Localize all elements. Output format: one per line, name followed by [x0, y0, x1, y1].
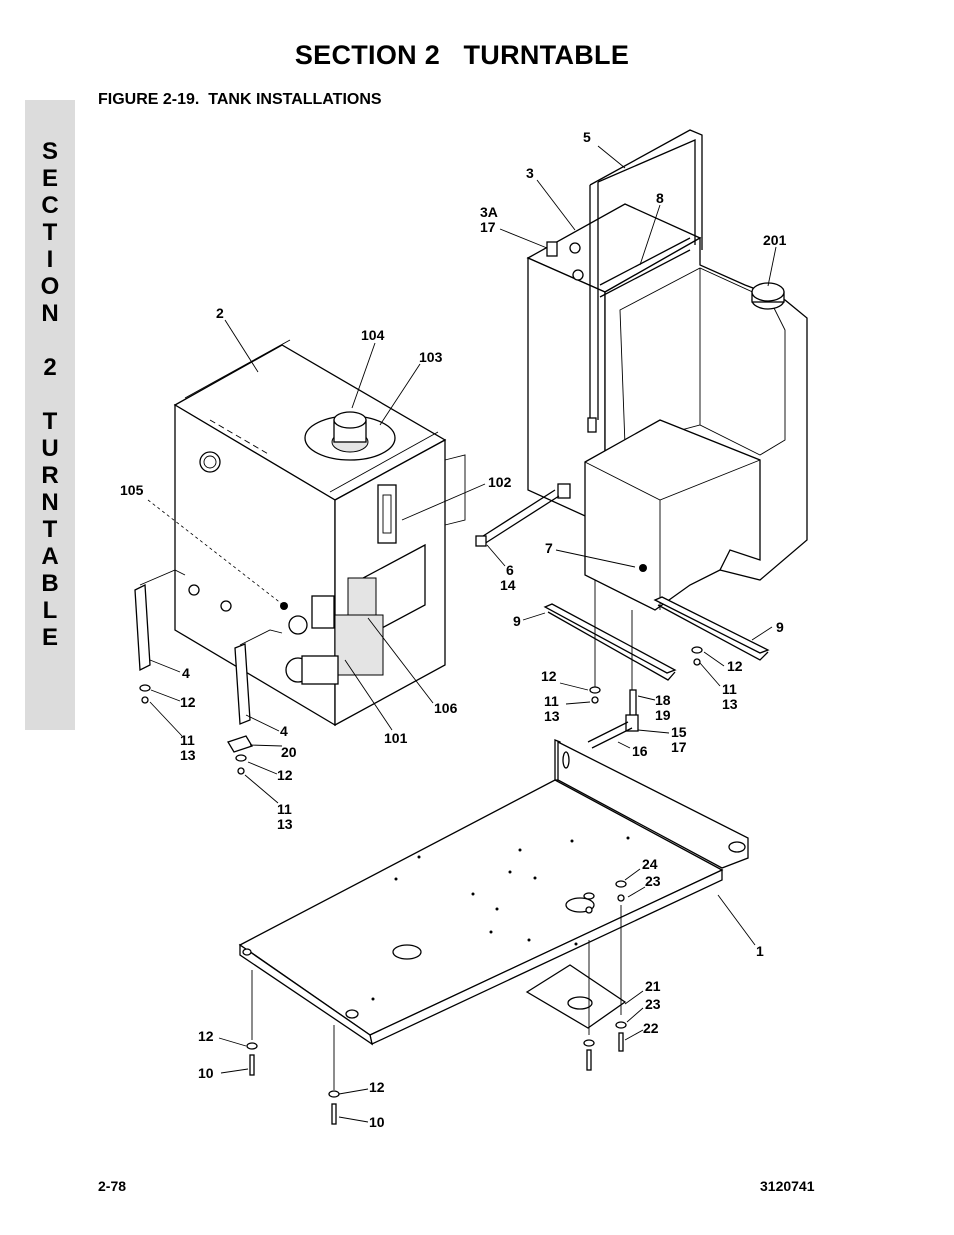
- callout-13-mid: 13: [277, 816, 293, 832]
- callout-numbers: 5 3 3A 17 8 201 2 104 103 105 102 6 14 7…: [120, 129, 787, 1130]
- callout-9-left: 9: [513, 613, 521, 629]
- pad-left: [543, 603, 677, 681]
- tab-letter: S: [41, 138, 58, 165]
- callout-19: 19: [655, 707, 671, 723]
- callout-102: 102: [488, 474, 512, 490]
- tab-letter: T: [42, 219, 58, 246]
- tab-letter: E: [41, 624, 58, 651]
- callout-12-valve: 12: [541, 668, 557, 684]
- pad-right: [653, 596, 770, 661]
- tab-letter: B: [41, 570, 59, 597]
- figure-title: FIGURE 2-19. TANK INSTALLATIONS: [98, 91, 382, 108]
- callout-106: 106: [434, 700, 458, 716]
- tab-letter: T: [42, 516, 58, 543]
- hydraulic-tank: [147, 339, 466, 727]
- callout-23-bottom: 23: [645, 996, 661, 1012]
- tab-letter: O: [40, 273, 60, 300]
- tab-letter: N: [41, 489, 59, 516]
- frame-holes: [371, 836, 630, 1001]
- callout-2: 2: [216, 305, 224, 321]
- callout-103: 103: [419, 349, 443, 365]
- callout-13-left: 13: [180, 747, 196, 763]
- callout-7: 7: [545, 540, 553, 556]
- callout-10-left: 10: [198, 1065, 214, 1081]
- callout-105: 105: [120, 482, 144, 498]
- side-tab-letters: S E C T I O N 2 T U R N T A B L E: [25, 138, 75, 651]
- callout-9-right: 9: [776, 619, 784, 635]
- callout-11-mid: 11: [277, 801, 292, 817]
- callout-13-valve: 13: [544, 708, 560, 724]
- callout-3: 3: [526, 165, 534, 181]
- callout-14: 14: [500, 577, 516, 593]
- callout-10-mid: 10: [369, 1114, 385, 1130]
- tab-letter: R: [41, 462, 59, 489]
- callout-13-right: 13: [722, 696, 738, 712]
- tank-straps: [134, 569, 283, 775]
- callout-11-valve: 11: [544, 693, 559, 709]
- callout-4-left: 4: [182, 665, 190, 681]
- page-number: 2-78: [98, 1178, 127, 1194]
- callout-11-right: 11: [722, 681, 737, 697]
- callout-23-top: 23: [645, 873, 661, 889]
- callout-8: 8: [656, 190, 664, 206]
- callout-5: 5: [583, 129, 591, 145]
- section-side-tab: S E C T I O N 2 T U R N T A B L E: [25, 100, 75, 730]
- turntable-frame: [238, 739, 749, 1125]
- tab-letter: 2: [43, 354, 57, 381]
- tab-letter: T: [42, 408, 58, 435]
- tab-letter: E: [41, 165, 58, 192]
- callout-3a: 3A: [480, 204, 498, 220]
- callout-22: 22: [643, 1020, 659, 1036]
- callout-12-right: 12: [727, 658, 743, 674]
- tab-letter: I: [46, 246, 54, 273]
- callout-18: 18: [655, 692, 671, 708]
- document-number: 3120741: [760, 1178, 815, 1194]
- callout-101: 101: [384, 730, 408, 746]
- callout-12-frame-mid: 12: [369, 1079, 385, 1095]
- callout-21: 21: [645, 978, 661, 994]
- callout-24: 24: [642, 856, 658, 872]
- tab-letter: L: [42, 597, 58, 624]
- callout-17: 17: [480, 219, 496, 235]
- hose-fitting: [475, 489, 560, 547]
- callout-20: 20: [281, 744, 297, 760]
- callout-12-mid: 12: [277, 767, 293, 783]
- callout-11-left: 11: [180, 732, 195, 748]
- callout-12-frame-left: 12: [198, 1028, 214, 1044]
- tab-letter: U: [41, 435, 59, 462]
- callout-17-valve: 17: [671, 739, 687, 755]
- callout-6: 6: [506, 562, 514, 578]
- callout-4-right: 4: [280, 723, 288, 739]
- callout-104: 104: [361, 327, 385, 343]
- fuel-valve: [587, 580, 703, 749]
- callout-201: 201: [763, 232, 787, 248]
- section-title: SECTION 2 TURNTABLE: [294, 40, 630, 70]
- callout-1: 1: [756, 943, 764, 959]
- tab-letter: A: [41, 543, 59, 570]
- tab-letter: N: [41, 300, 59, 327]
- tab-letter: C: [41, 192, 59, 219]
- callout-12-left: 12: [180, 694, 196, 710]
- fuel-tank: [526, 129, 808, 611]
- callout-15: 15: [671, 724, 687, 740]
- callout-16: 16: [632, 743, 648, 759]
- leader-lines: [149, 145, 777, 1123]
